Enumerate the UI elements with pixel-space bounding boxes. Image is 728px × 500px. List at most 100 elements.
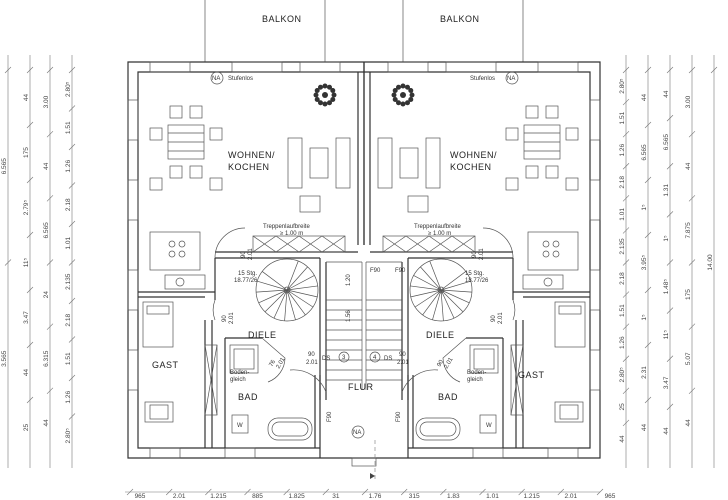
stair-width-right-2: ≥ 1.00 m	[428, 231, 451, 237]
dimension-label: 44	[641, 424, 648, 432]
dimension-label: 44	[23, 94, 30, 102]
dimension-label: 1.76	[369, 493, 382, 500]
dimension-label: 3.565	[1, 350, 8, 367]
step-free-left: Stufenlos	[228, 76, 253, 82]
dimension-label: 965	[605, 493, 616, 500]
na-bottom: NA	[353, 430, 361, 436]
corridor-label: FLUR	[348, 382, 374, 392]
dimension-label: 1.01	[65, 237, 72, 250]
dimension-label: 1.01	[486, 493, 499, 500]
fire-rating-stair-right: F90	[395, 268, 406, 274]
fire-flur-right: F90	[396, 411, 402, 422]
dimension-label: 3.47	[663, 376, 670, 389]
dimension-label: 1.01	[619, 208, 626, 221]
dimension-label: 1.26	[65, 391, 72, 404]
door-hall-left-upper-w: 90	[241, 251, 247, 258]
dimension-label: 2.18	[65, 198, 72, 211]
dimension-label: 44	[663, 427, 670, 435]
dimension-lines: 6.5653.565441752.79⁵11⁵3.4744253.00446.5…	[1, 55, 718, 500]
dimension-label: 2.135	[619, 238, 626, 255]
dimension-label: 2.31	[641, 366, 648, 379]
dimension-label: 1.26	[619, 336, 626, 349]
hall-left-label: DIELE	[248, 330, 277, 340]
stair-run-1: 1.20	[346, 274, 352, 286]
door-ds-right-type: DS	[384, 356, 392, 362]
door-hall-left-lower-h: 2.01	[229, 312, 235, 324]
apartment-geometry	[127, 61, 365, 459]
dimension-label: 44	[43, 419, 50, 427]
dimension-label: 1.48⁵	[663, 279, 670, 295]
stair-width-right-1: Treppenlaufbreite	[414, 224, 461, 230]
dimension-label: 44	[619, 435, 626, 443]
dimension-label: 11⁵	[23, 257, 30, 267]
plant-icon	[313, 83, 337, 107]
dimension-label: 44	[663, 90, 670, 98]
dimension-label: 44	[43, 162, 50, 170]
dimension-label: 2.01	[173, 493, 186, 500]
dimension-label: 44	[685, 162, 692, 170]
dimension-label: 1⁵	[663, 235, 670, 242]
dimension-label: 7.875	[685, 222, 692, 239]
floor-level-left-2: gleich	[230, 377, 246, 383]
dimension-label: 24	[43, 291, 50, 299]
guest-right-label: GAST	[518, 370, 545, 380]
dimension-label: 2.18	[619, 272, 626, 285]
na-right: NA	[507, 76, 515, 82]
living-left-label-2: KOCHEN	[228, 162, 270, 172]
dimension-label: 2.80⁵	[619, 78, 626, 94]
dimension-label: 885	[252, 493, 263, 500]
door-hall-right-lower-h: 2.01	[498, 312, 504, 324]
door-bath-left-w: 76	[269, 359, 278, 368]
door-bath-right-h: 2.01	[444, 356, 455, 370]
entrance-arrow-icon	[370, 473, 375, 479]
dimension-label: 11⁵	[663, 330, 670, 340]
dimension-label: 1.215	[524, 493, 541, 500]
dimension-label: 14.00	[707, 254, 714, 271]
floor-level-right-1: Boden-	[467, 370, 486, 376]
dimension-label: 6.315	[43, 350, 50, 367]
stair-steps-left-2: 18.77/26	[234, 278, 258, 284]
dimension-label: 2.18	[65, 314, 72, 327]
door-ds-right-width: 90	[399, 352, 406, 358]
dimension-label: 2.18	[619, 176, 626, 189]
door-hall-right-upper-h: 2.01	[479, 248, 485, 260]
dimension-label: 5.07	[685, 352, 692, 365]
guest-left-label: GAST	[152, 360, 179, 370]
dimension-label: 1.215	[210, 493, 227, 500]
dimension-label: 315	[409, 493, 420, 500]
door-hall-left-upper-h: 2.01	[248, 248, 254, 260]
dimension-label: 31	[332, 493, 340, 500]
dimension-label: 1⁵	[641, 204, 648, 211]
dimension-label: 1.83	[447, 493, 460, 500]
dimension-label: 1.26	[65, 160, 72, 173]
door-hall-right-lower-w: 90	[491, 315, 497, 322]
fire-flur-left: F90	[327, 411, 333, 422]
door-hall-left-lower-w: 90	[222, 315, 228, 322]
stair-number-right: 4	[373, 355, 377, 361]
dimension-label: 1.51	[65, 352, 72, 365]
dimension-label: 44	[685, 419, 692, 427]
bath-left-label: BAD	[238, 392, 258, 402]
door-ds-left-type: DS	[322, 356, 330, 362]
dimension-label: 1.51	[619, 111, 626, 124]
dimension-label: 1.51	[619, 304, 626, 317]
stair-number-left: 3	[342, 355, 346, 361]
balcony-left-label: BALKON	[262, 14, 302, 24]
door-bath-left-h: 2.01	[276, 356, 287, 370]
bath-right-label: BAD	[438, 392, 458, 402]
room-labels: BALKON BALKON WOHNEN/ KOCHEN WOHNEN/ KOC…	[152, 14, 545, 402]
dimension-label: 2.80⁵	[619, 367, 626, 383]
stair-run-2: 1.56	[346, 310, 352, 322]
dimension-label: 1.26	[619, 144, 626, 157]
dimension-label: 44	[641, 94, 648, 102]
dimension-label: 175	[685, 289, 692, 300]
annotations: NA NA NA Stufenlos Stufenlos Boden- glei…	[210, 71, 519, 439]
door-ds-left-height: 2.01	[306, 360, 318, 366]
dimension-label: 1.51	[65, 121, 72, 134]
floor-level-right-2: gleich	[467, 377, 483, 383]
dimension-label: 6.565	[43, 222, 50, 239]
balcony-right-label: BALKON	[440, 14, 480, 24]
dimension-label: 25	[619, 403, 626, 411]
dimension-label: 3.95⁵	[641, 255, 648, 271]
